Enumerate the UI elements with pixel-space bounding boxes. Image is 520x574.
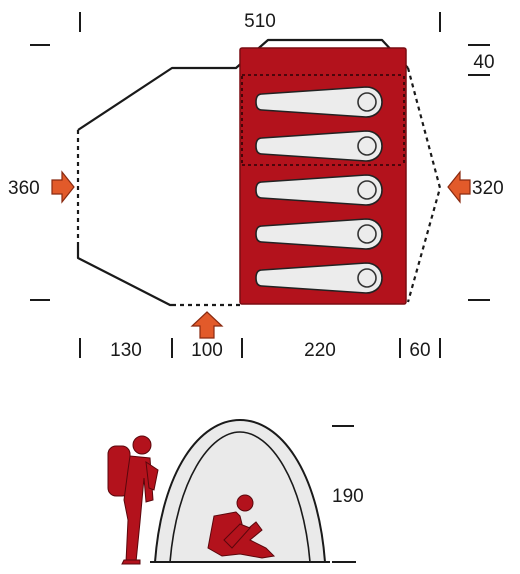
dimension-entrance: 100 xyxy=(191,340,223,361)
dimension-vestibule-right: 60 xyxy=(409,340,430,361)
standing-person-with-backpack-icon xyxy=(107,435,159,565)
dimension-total-length: 510 xyxy=(244,11,276,32)
sleeping-bag-icon xyxy=(255,130,383,162)
entrance-arrow-right-icon xyxy=(51,170,75,204)
sleeping-bag-icon xyxy=(255,174,383,206)
entrance-arrow-left-icon xyxy=(447,170,471,204)
sleeping-bag-icon xyxy=(255,262,383,294)
dimension-vestibule-left: 130 xyxy=(110,340,142,361)
entrance-arrow-up-icon xyxy=(190,311,224,339)
dimension-back-extension: 40 xyxy=(473,52,494,73)
dimension-width-left: 360 xyxy=(8,178,40,199)
dimension-inner-length: 220 xyxy=(304,340,336,361)
sleeping-bag-icon xyxy=(255,86,383,118)
sleeping-bags xyxy=(255,86,383,294)
height-cross-section: 190 xyxy=(150,418,364,563)
sitting-person-icon xyxy=(207,494,276,559)
dimension-height: 190 xyxy=(332,486,364,507)
tent-dome xyxy=(153,418,327,563)
dimension-ticks xyxy=(30,12,490,358)
dimension-width-right: 320 xyxy=(472,178,504,199)
sleeping-bag-icon xyxy=(255,218,383,250)
